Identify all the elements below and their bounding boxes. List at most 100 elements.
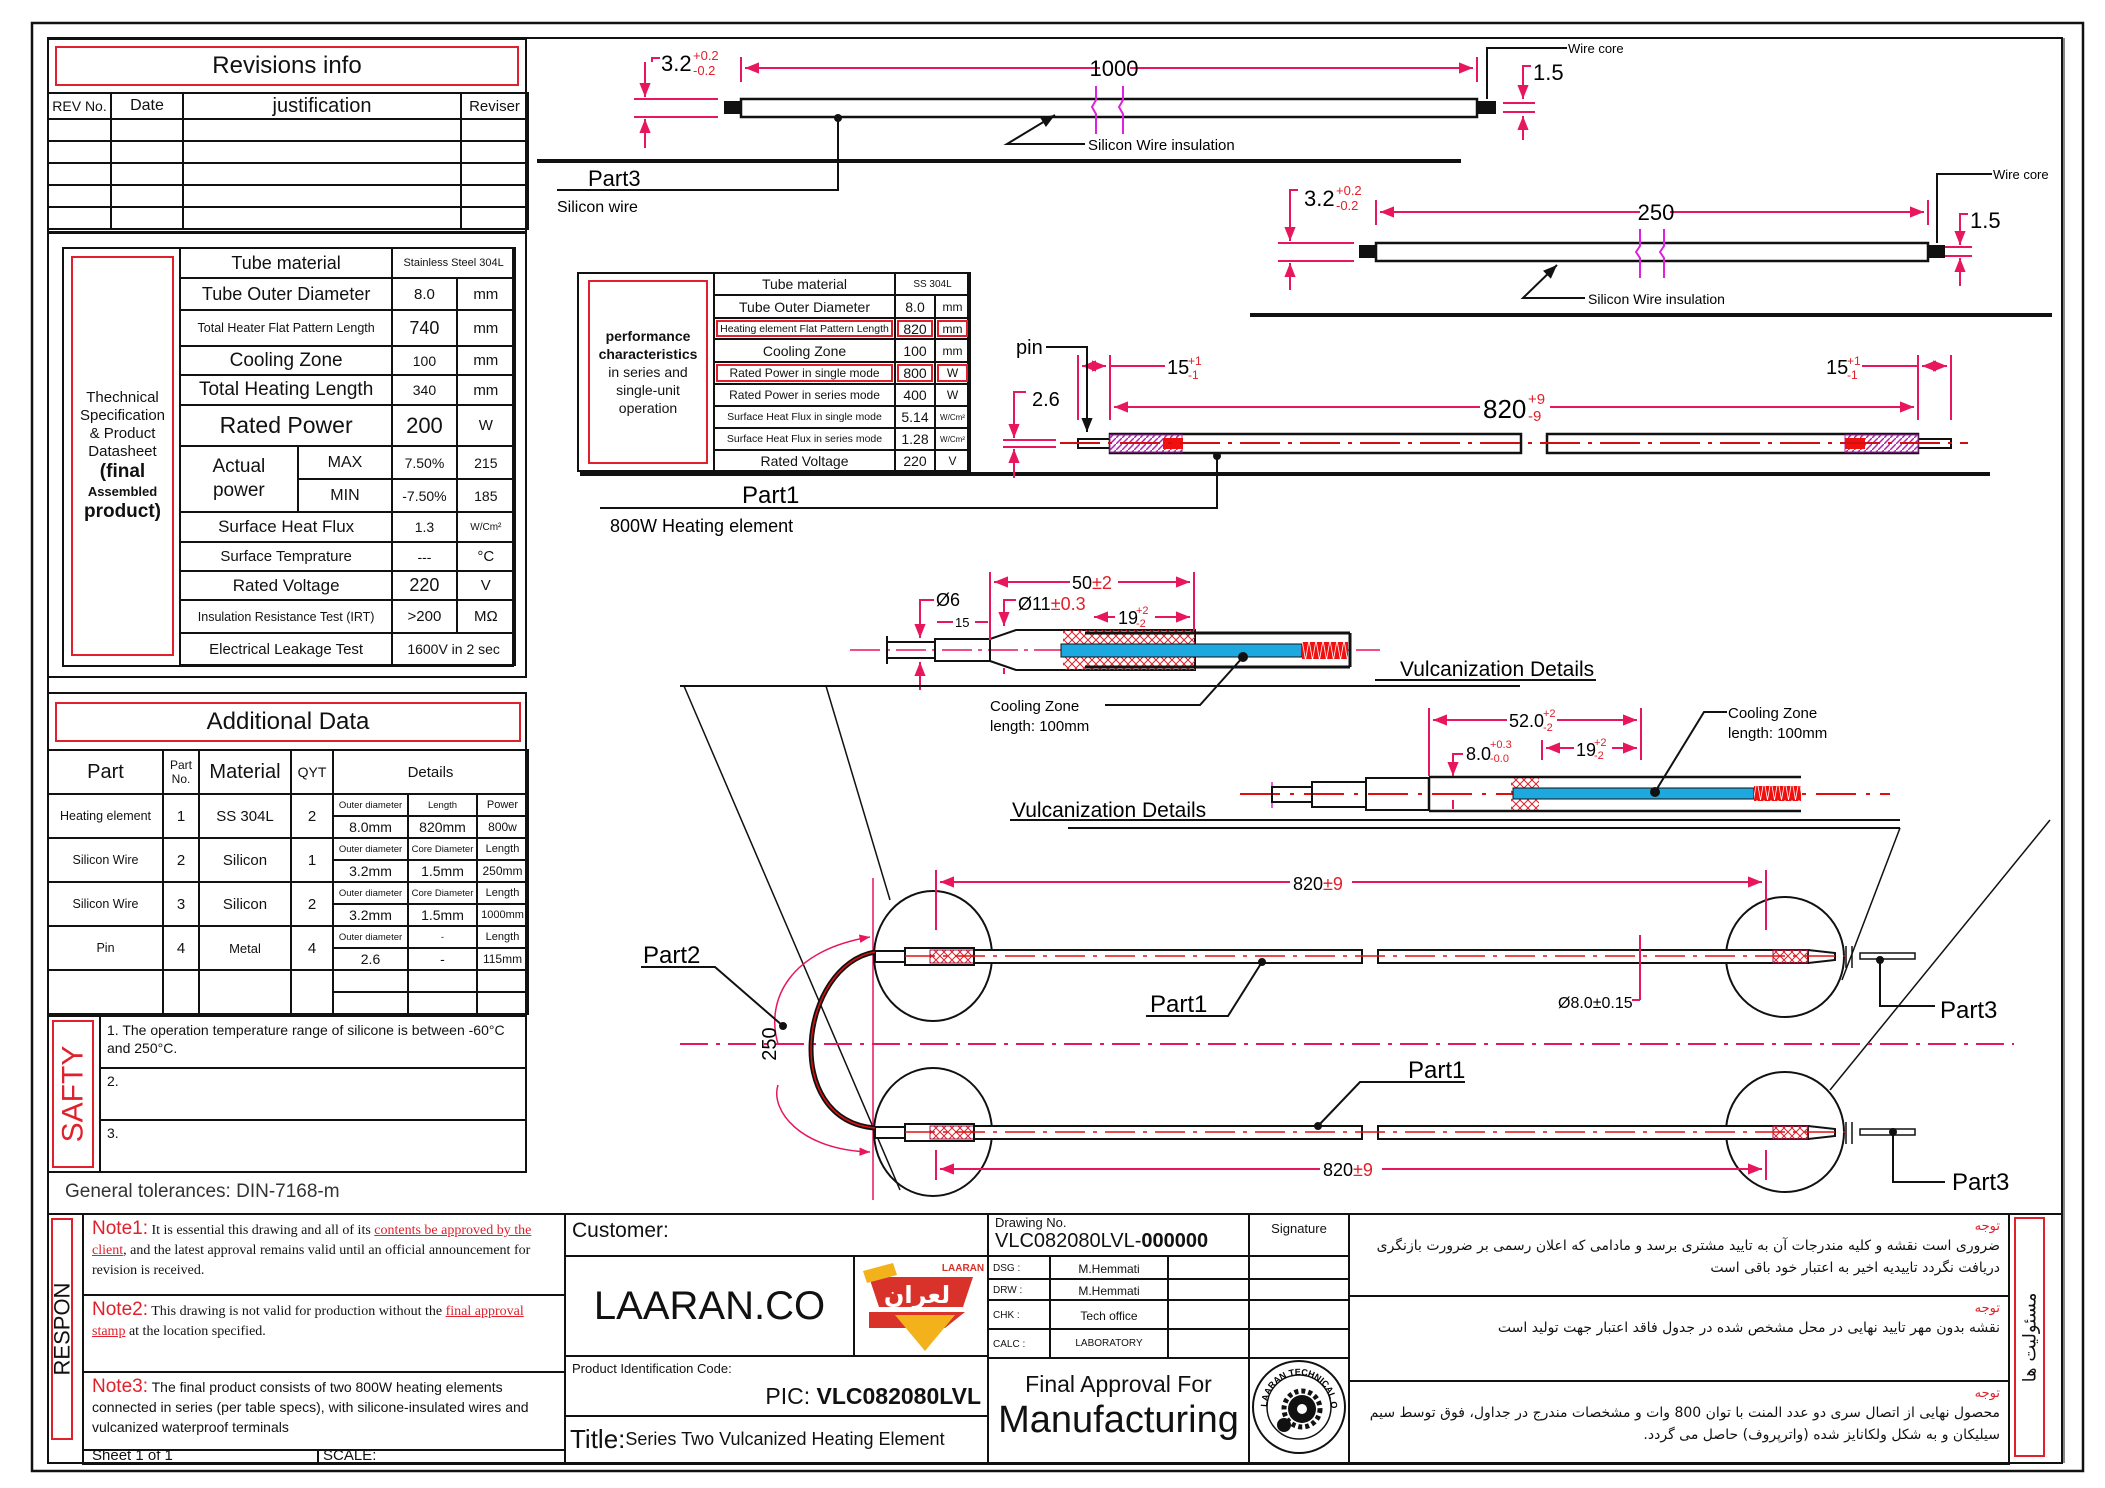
spec-side-product: product) <box>83 501 162 522</box>
dim-19: 19 <box>1576 740 1596 760</box>
additional-row: Heating element 1 SS 304L 2 Outer diamet… <box>47 793 529 839</box>
detail-label: - <box>407 925 478 949</box>
perf-unit: V <box>934 449 971 473</box>
note3-text: The final product consists of two 800W h… <box>92 1379 529 1435</box>
performance-side-bold2: s <box>689 346 698 362</box>
additional-row: Pin 4 Metal 4 Outer diameter-Length <box>47 925 529 971</box>
detail-value: 800w <box>476 815 529 839</box>
fa-note-title: توجه <box>1974 1301 2000 1316</box>
tol-minus: -1 <box>1188 368 1199 382</box>
sheet-info: Sheet 1 of 1 <box>82 1448 319 1465</box>
performance-side-label: performance characteristics in series an… <box>588 280 708 464</box>
note1-text: It is essential this drawing and all of … <box>147 1223 375 1238</box>
note1-highlight: contents be approved by the client <box>92 1223 532 1258</box>
note-2: Note2: This drawing is not valid for pro… <box>82 1294 566 1373</box>
pic-prefix: PIC: <box>765 1383 817 1409</box>
vulcanization-title: Vulcanization Details <box>1400 658 1594 681</box>
spec-value: 1.3 <box>391 511 458 543</box>
spec-side-label: Thechnical Specification & Product Datas… <box>71 256 174 656</box>
detail-label: Power <box>476 793 529 817</box>
part1-sublabel: 800W Heating element <box>610 516 793 536</box>
scale-info: SCALE: <box>317 1448 566 1465</box>
perf-label: Tube material <box>713 272 896 296</box>
tol-minus: -1 <box>1847 368 1858 382</box>
drawing-number: Drawing No. VLC082080LVL-000000 <box>987 1213 1250 1257</box>
dim-core: 1.5 <box>1533 60 1564 85</box>
detail-label: Outer diameter <box>332 925 409 949</box>
col-rev-no: REV No. <box>47 92 112 120</box>
perf-unit: W <box>934 383 971 407</box>
role-label: CHK : <box>987 1299 1051 1330</box>
detail-value: 1.5mm <box>407 859 478 883</box>
part-material: Metal <box>198 925 292 971</box>
company-name: LAARAN.CO <box>564 1255 855 1357</box>
part-qty: 2 <box>290 881 334 927</box>
role-label: DRW : <box>987 1278 1051 1301</box>
person-name: Tech office <box>1049 1299 1169 1330</box>
spec-panel: Thechnical Specification & Product Datas… <box>47 232 527 678</box>
vulcanization-detail-2: 52.0 +2 -2 8.0 +0.3 -0.0 19 +2 -2 Coolin… <box>1010 705 1900 829</box>
spec-unit: MΩ <box>455 599 517 634</box>
spec-side-assembled: Assembled <box>87 484 158 499</box>
part3-silicon-wire-drawing: 1000 3.2 +0.2 -0.2 1.5 Wire core Silicon… <box>537 41 1624 216</box>
part3-sublabel: Silicon wire <box>557 199 638 216</box>
pic-box: Product Identification Code: PIC: VLC082… <box>564 1355 989 1417</box>
spec-unit: W/Cm² <box>455 511 517 543</box>
part-qty: 2 <box>290 793 334 839</box>
spec-label: Total Heater Flat Pattern Length <box>178 309 394 347</box>
detail-label: Core Diameter <box>407 837 478 861</box>
pin-label: pin <box>1016 337 1043 359</box>
tube-diameter: Ø8.0±0.15 <box>1558 995 1633 1012</box>
perf-value: 800 <box>894 361 936 385</box>
part-qty: 4 <box>290 925 334 971</box>
revision-row <box>47 184 529 208</box>
dim-15: 15 <box>955 615 969 630</box>
tol-minus: -2 <box>1543 722 1553 734</box>
col-qty: QYT <box>290 749 334 795</box>
detail-value: - <box>407 947 478 971</box>
spec-label: Electrical Leakage Test <box>178 632 394 666</box>
spec-unit: V <box>455 570 517 601</box>
spec-value: >200 <box>391 599 458 634</box>
part2-label: Part2 <box>643 942 700 969</box>
role-label: DSG : <box>987 1255 1051 1280</box>
spec-unit: mm <box>455 277 517 311</box>
company-logo: لعران LAARAN <box>853 1255 989 1357</box>
perf-unit: W/Cm² <box>934 427 971 451</box>
tol-plus: +1 <box>1847 354 1861 368</box>
tol-minus: -2 <box>1136 618 1146 630</box>
fa-side-label: مسئولیت ها <box>2019 1292 2040 1382</box>
spec-unit: W <box>455 404 517 447</box>
part1-label-bottom: Part1 <box>1408 1057 1465 1084</box>
dim-core: 1.5 <box>1970 208 2001 233</box>
spec-value: 215 <box>455 445 517 480</box>
col-part: Part <box>47 749 164 795</box>
fa-note-text: محصول نهایی از اتصال سری دو عدد المنت با… <box>1369 1405 2000 1443</box>
part2-silicon-wire-drawing: 250 3.2 +0.2 -0.2 1.5 Wire core Silicon … <box>1250 167 2052 317</box>
spec-label: Cooling Zone <box>178 345 394 376</box>
tol-minus: -2 <box>1594 750 1604 762</box>
insulation-label: Silicon Wire insulation <box>1088 137 1235 154</box>
detail-label: Length <box>407 793 478 817</box>
note1-label: Note1: <box>92 1218 148 1239</box>
approval-line-1: Final Approval For <box>1025 1371 1212 1397</box>
drawing-no-label: Drawing No. <box>995 1215 1067 1230</box>
part3-label-bottom: Part3 <box>1952 1169 2009 1196</box>
perf-value: 820 <box>894 317 936 340</box>
tol-minus: -0.0 <box>1490 753 1509 765</box>
person-name: M.Hemmati <box>1049 1278 1169 1301</box>
pic-code: VLC082080LVL <box>816 1383 981 1409</box>
col-reviser: Reviser <box>460 92 529 120</box>
col-date: Date <box>110 92 184 120</box>
safety-item: 1. The operation temperature range of si… <box>99 1017 527 1069</box>
dim-outer-diameter: 3.2 <box>661 51 692 76</box>
note2-label: Note2: <box>92 1299 148 1320</box>
title-label: Title: <box>570 1423 626 1454</box>
fa-note-title: توجه <box>1974 1386 2000 1401</box>
spec-max-label: MAX <box>296 445 394 480</box>
tol-plus: +2 <box>1594 737 1607 749</box>
